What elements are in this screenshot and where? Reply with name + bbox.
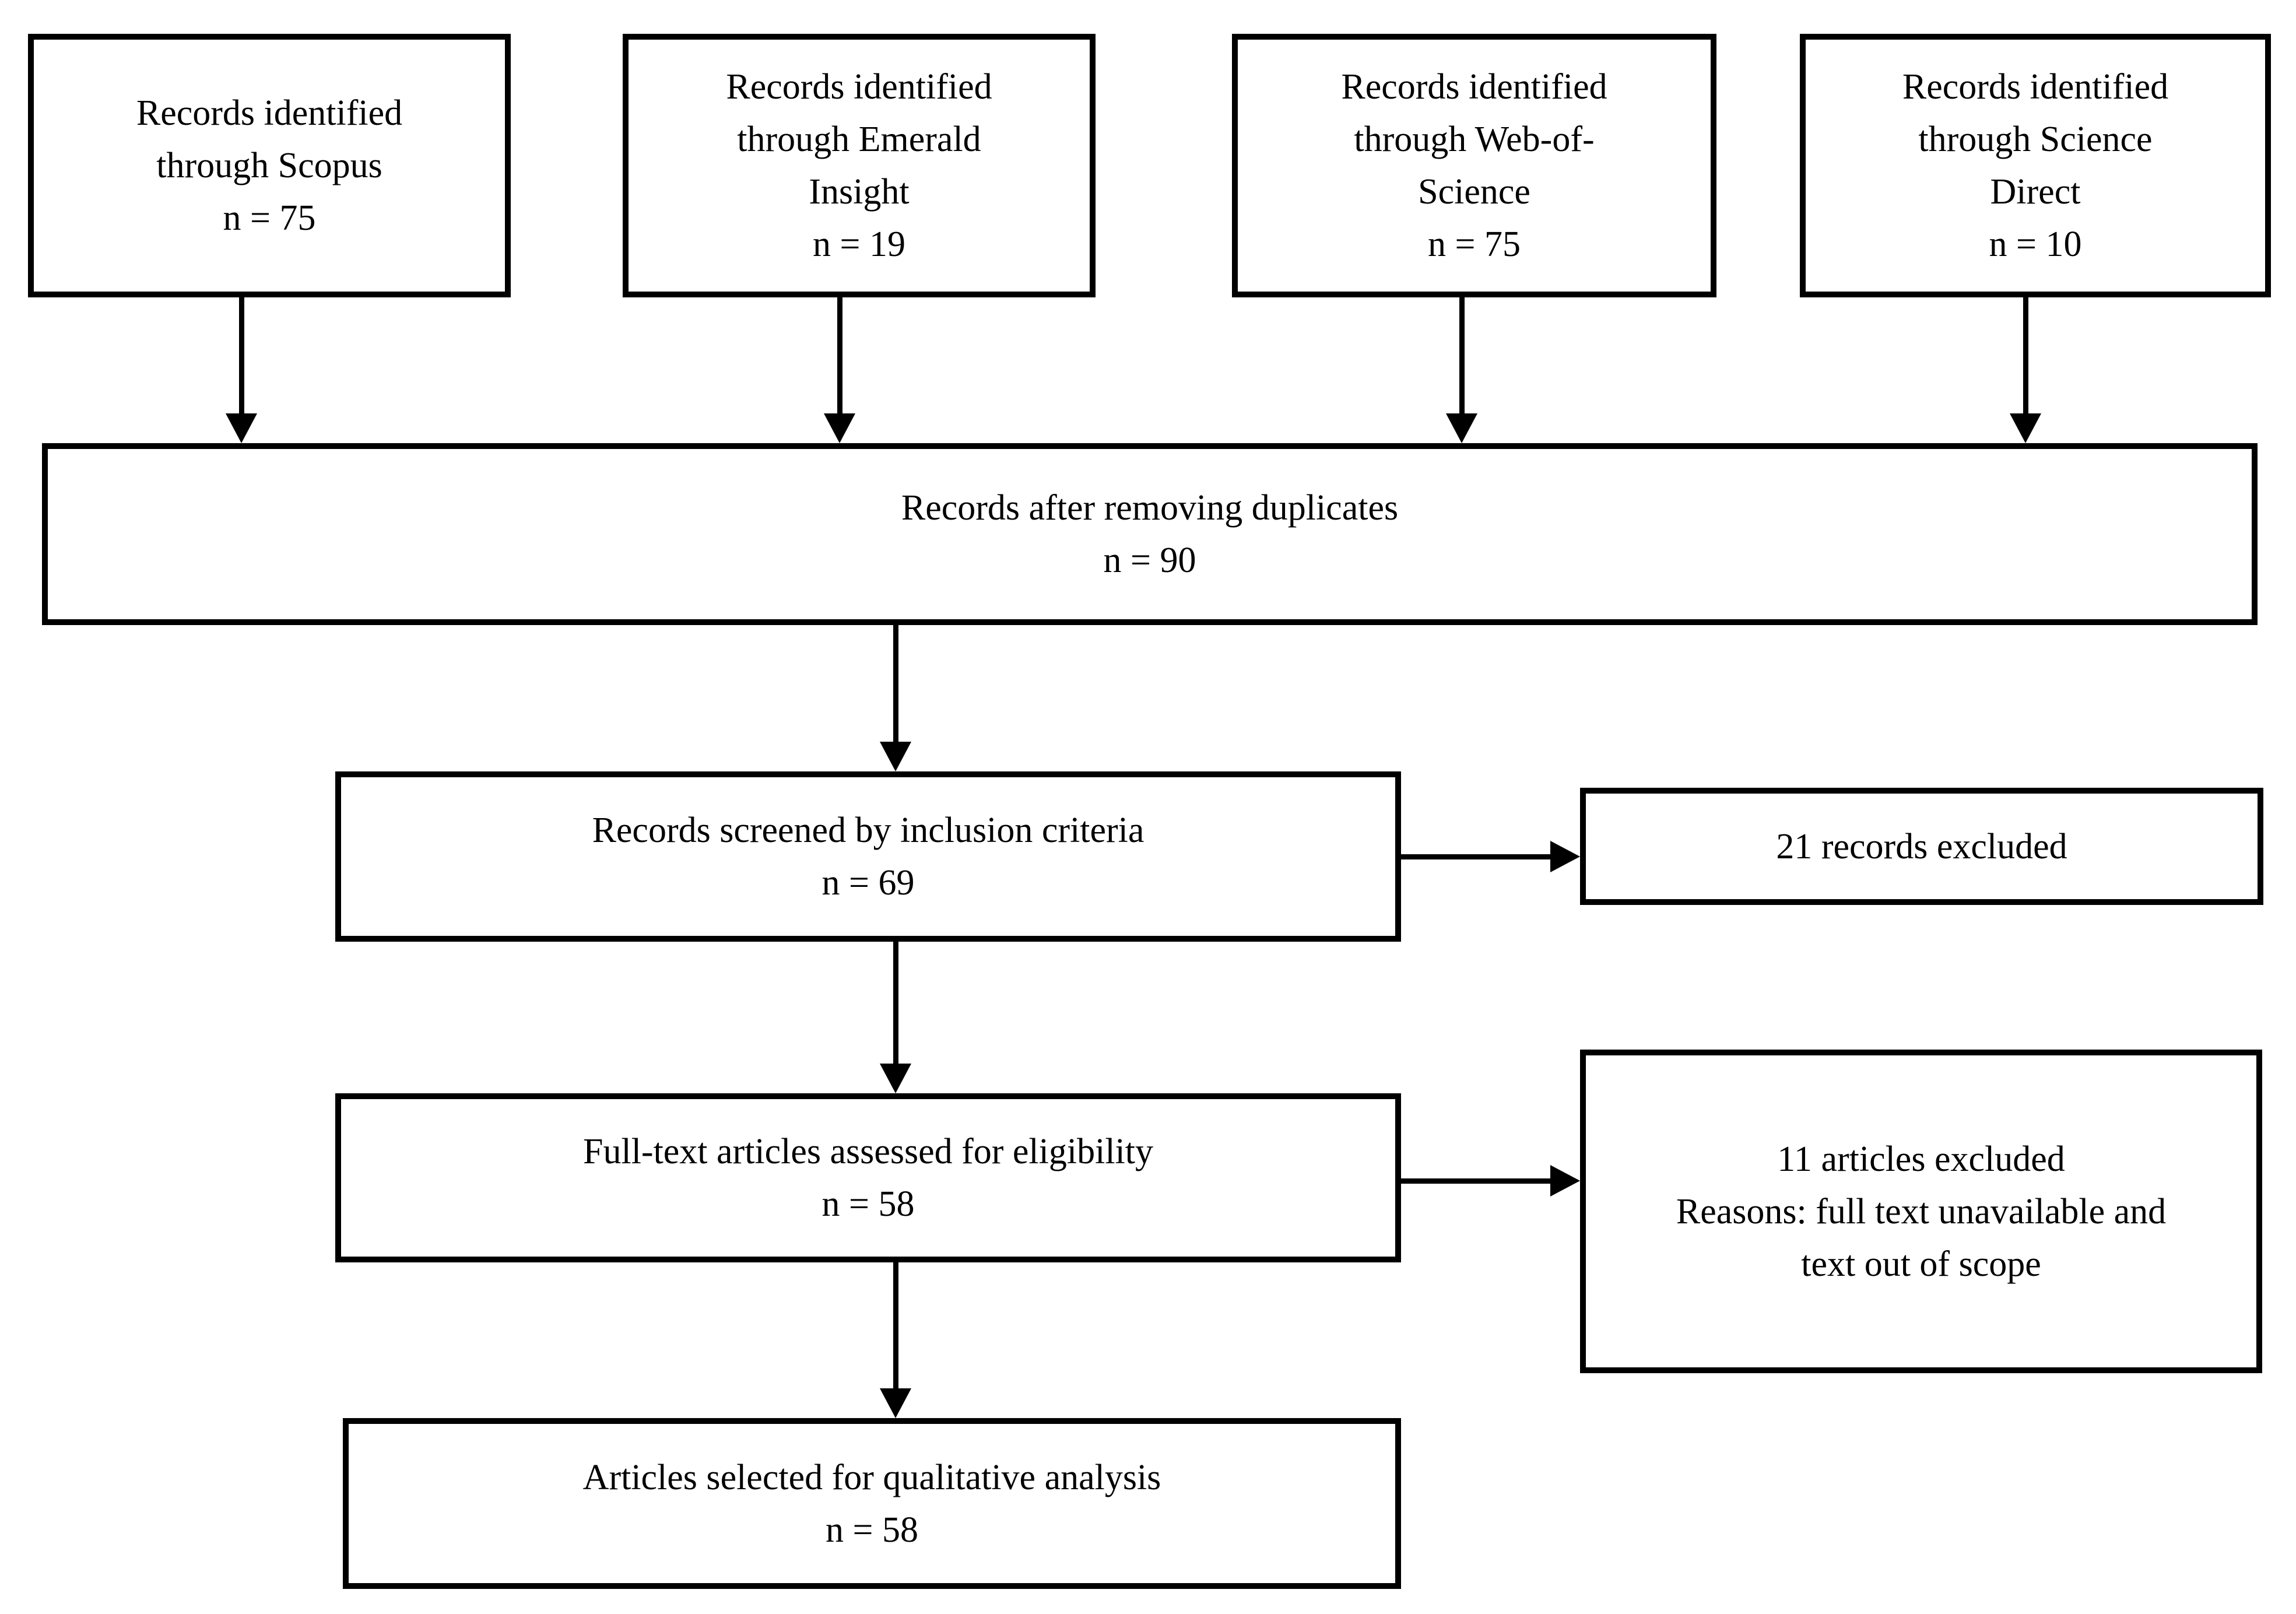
box-text-line: Records identified (1902, 67, 2169, 107)
arrowhead-fulltext-to-excluded (1550, 1165, 1580, 1197)
fulltext-box: Full-text articles assessed for eligibil… (335, 1093, 1401, 1262)
box-text-line: through Web-of- (1354, 120, 1595, 159)
box-text-line: Records after removing duplicates (901, 488, 1399, 528)
box-text-line: Articles selected for qualitative analys… (582, 1457, 1161, 1497)
selected-box: Articles selected for qualitative analys… (343, 1418, 1401, 1589)
box-text-line: 11 articles excluded (1777, 1139, 2065, 1179)
screened-box: Records screened by inclusion criteria n… (335, 771, 1401, 942)
box-text-line: n = 19 (813, 224, 905, 264)
arrowhead-screened-to-fulltext (880, 1064, 911, 1093)
box-text-line: n = 75 (1428, 224, 1521, 264)
source-box-science-direct: Records identified through Science Direc… (1800, 34, 2271, 297)
arrow-line-dedup-to-screened (893, 622, 898, 745)
screen-excluded-box: 21 records excluded (1580, 788, 2263, 905)
arrow-line-scopus-to-dedup (239, 294, 244, 417)
arrowhead-fulltext-to-selected (880, 1388, 911, 1418)
arrowhead-screened-to-excluded (1550, 841, 1580, 872)
arrow-line-screened-to-fulltext (893, 939, 898, 1066)
arrowhead-sciencedirect-to-dedup (2010, 413, 2041, 443)
box-text-line: Records identified (726, 67, 992, 107)
arrow-line-fulltext-to-selected (893, 1259, 898, 1391)
arrowhead-scopus-to-dedup (226, 413, 257, 443)
box-text-line: 21 records excluded (1776, 826, 2067, 866)
arrowhead-wos-to-dedup (1446, 413, 1477, 443)
source-box-scopus: Records identified through Scopus n = 75 (28, 34, 511, 297)
fulltext-excluded-box: 11 articles excluded Reasons: full text … (1580, 1050, 2262, 1373)
source-box-web-of-science: Records identified through Web-of- Scien… (1232, 34, 1716, 297)
dedup-box: Records after removing duplicates n = 90 (42, 443, 2258, 625)
box-text-line: through Emerald (737, 120, 981, 159)
arrow-line-wos-to-dedup (1459, 294, 1465, 417)
box-text-line: Records identified (136, 93, 403, 133)
box-text-line: through Science (1918, 120, 2153, 159)
box-text-line: n = 69 (821, 863, 915, 903)
box-text-line: Reasons: full text unavailable and (1676, 1191, 2167, 1231)
box-text-line: through Scopus (156, 146, 382, 185)
arrow-line-sciencedirect-to-dedup (2023, 294, 2028, 417)
box-text-line: n = 75 (223, 198, 316, 238)
box-text-line: Insight (809, 172, 910, 212)
source-box-emerald-insight: Records identified through Emerald Insig… (623, 34, 1096, 297)
box-text-line: Records identified (1341, 67, 1607, 107)
box-text-line: n = 58 (826, 1510, 918, 1550)
box-text-line: text out of scope (1801, 1244, 2041, 1284)
arrow-line-fulltext-to-excluded (1398, 1178, 1553, 1184)
box-text-line: Records screened by inclusion criteria (592, 810, 1145, 850)
box-text-line: n = 90 (1103, 541, 1196, 580)
box-text-line: Science (1418, 172, 1530, 212)
arrowhead-dedup-to-screened (880, 742, 911, 771)
arrow-line-screened-to-excluded (1398, 854, 1553, 859)
box-text-line: n = 10 (1989, 224, 2082, 264)
arrowhead-emerald-to-dedup (824, 413, 855, 443)
arrow-line-emerald-to-dedup (837, 294, 842, 417)
box-text-line: Direct (1990, 172, 2081, 212)
box-text-line: Full-text articles assessed for eligibil… (582, 1132, 1153, 1171)
box-text-line: n = 58 (821, 1184, 915, 1224)
